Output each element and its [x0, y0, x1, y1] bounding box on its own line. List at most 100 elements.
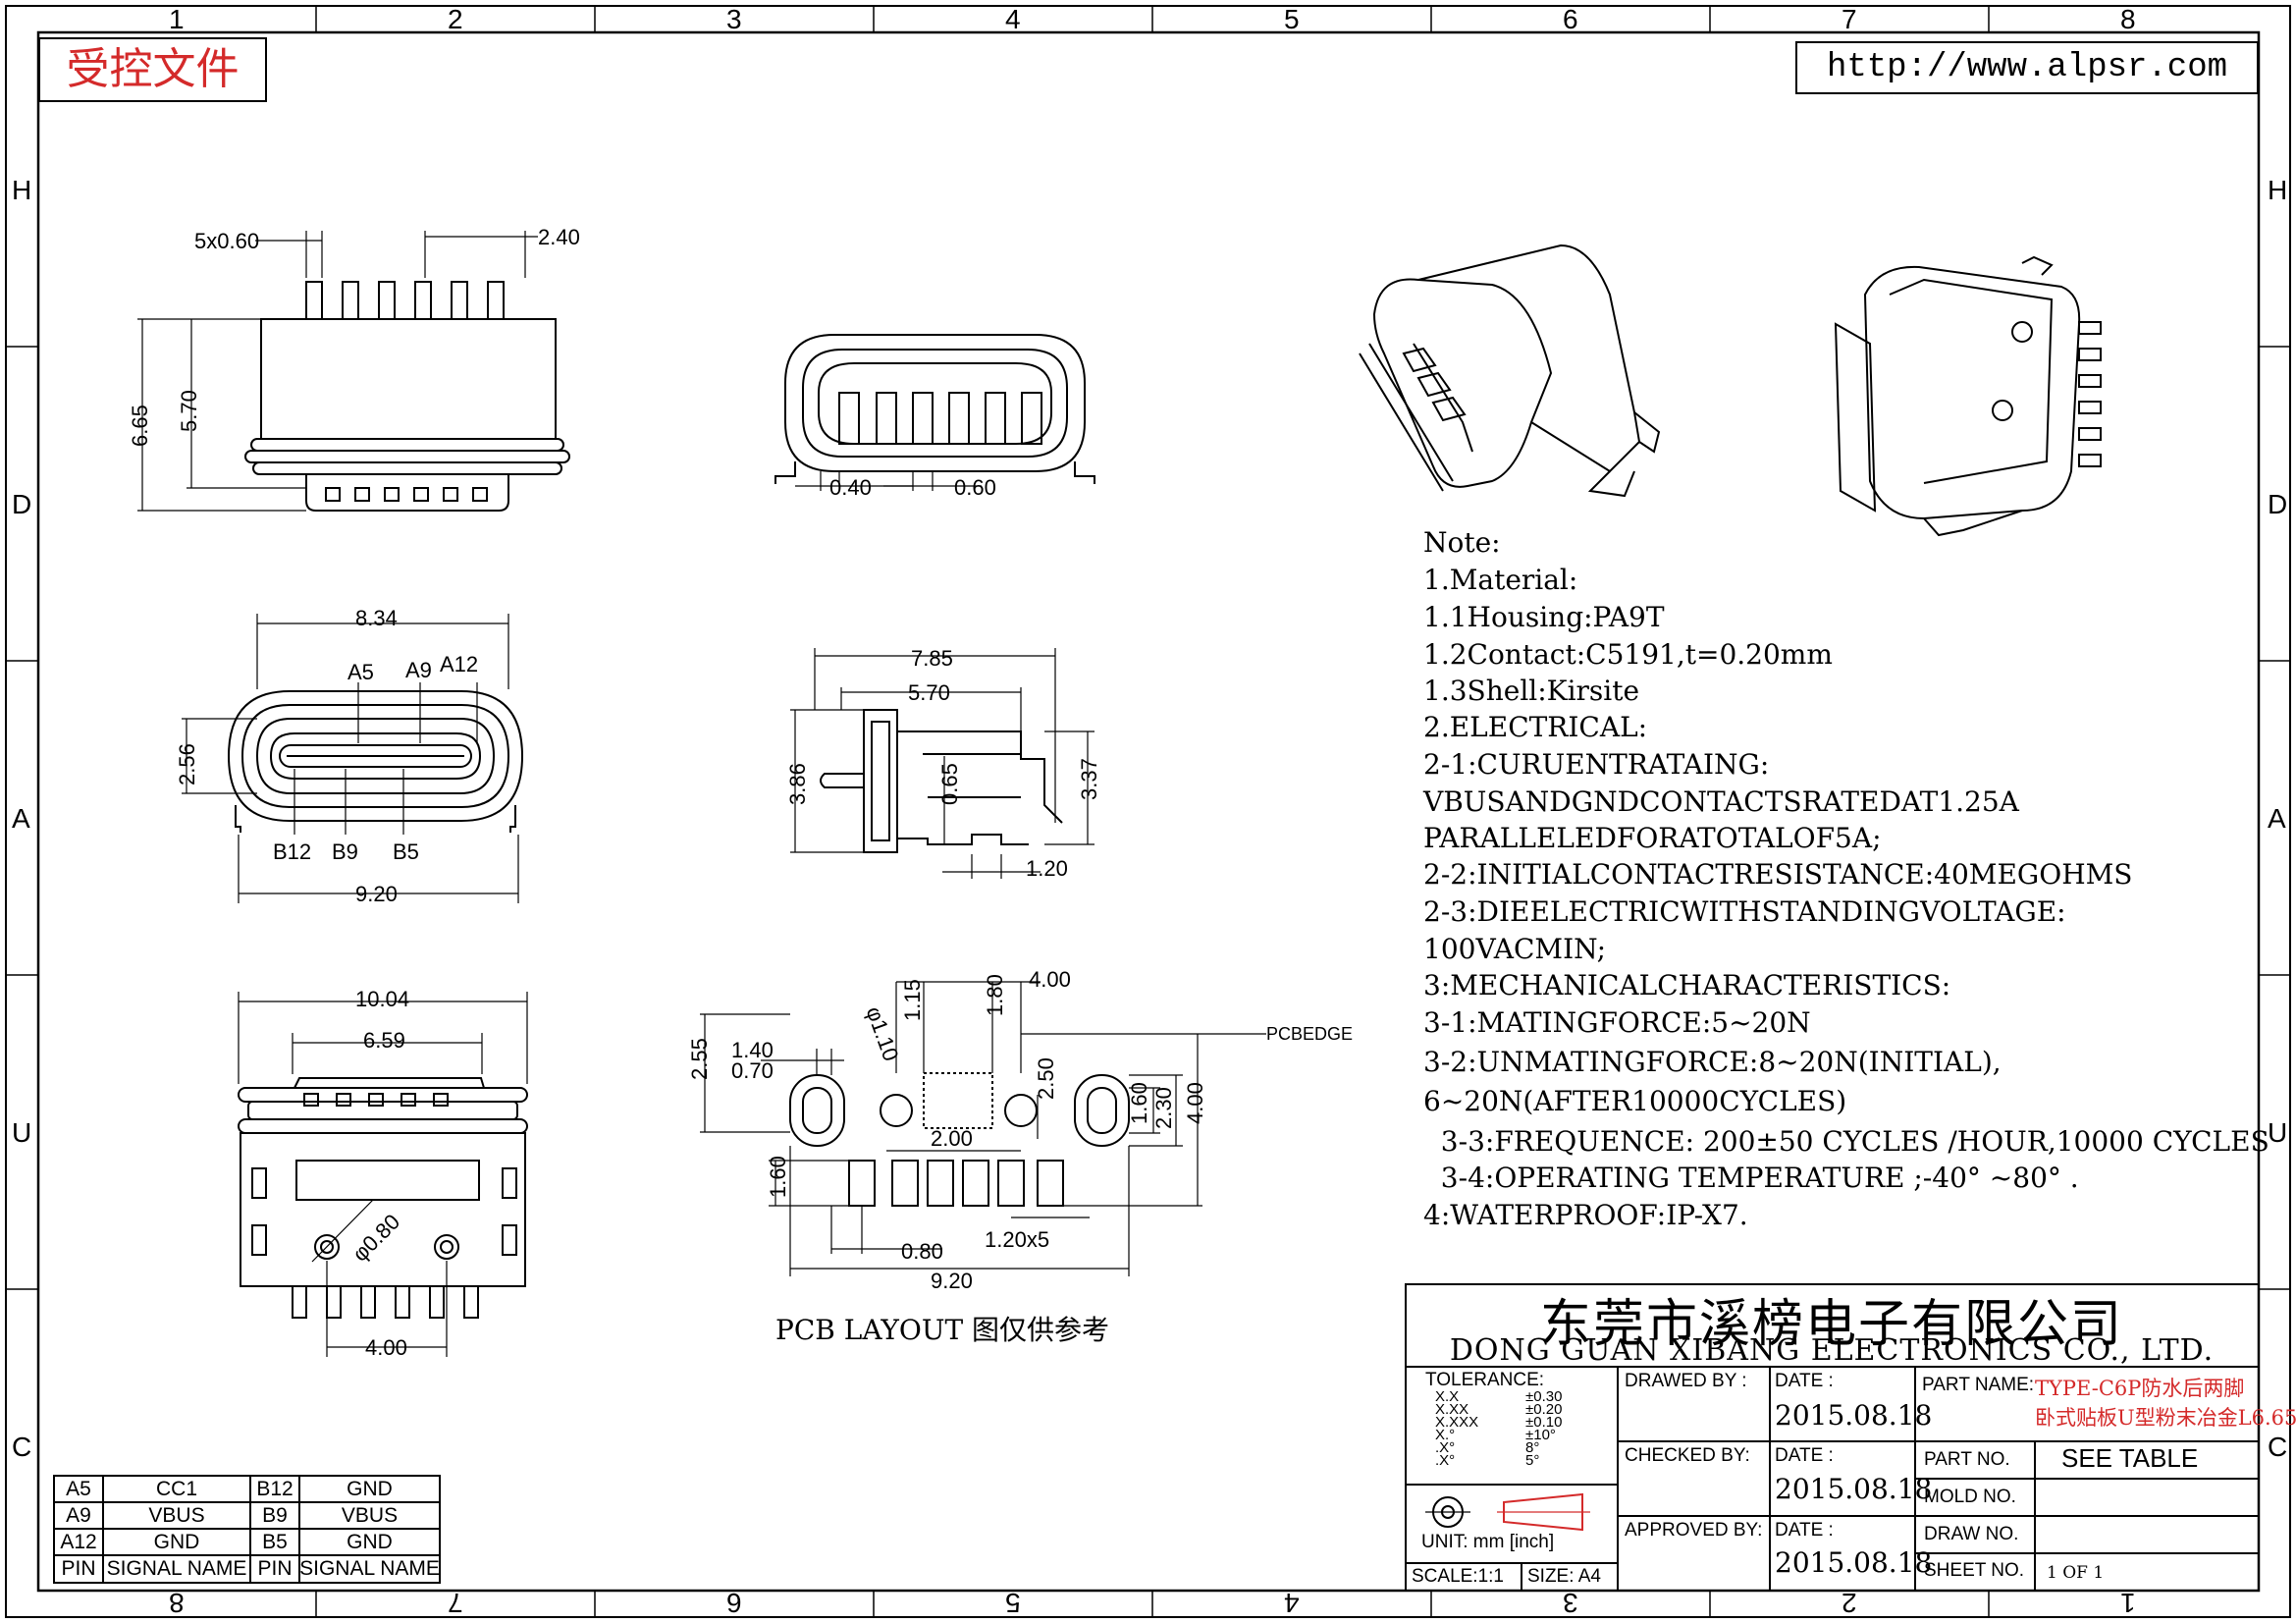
note-line-10: 2-3:DIEELECTRICWITHSTANDINGVOLTAGE:: [1423, 895, 2066, 928]
tol-key-5: .X°: [1435, 1452, 1456, 1469]
grid-col-7: 7: [1842, 4, 1857, 34]
dim-pcb-160: 1.60: [766, 1156, 790, 1198]
grid-row-u-right: U: [2268, 1117, 2288, 1148]
dim-pcb-230: 2.30: [1151, 1087, 1176, 1129]
label-a5: A5: [347, 660, 374, 684]
sheet-no-value: 1 OF 1: [2047, 1563, 2105, 1583]
grid-col-1: 1: [169, 4, 185, 34]
grid-col-bottom-6: 6: [726, 1588, 742, 1618]
pin-cell-a9: A9: [66, 1504, 91, 1527]
note-line-4: 1.3Shell:Kirsite: [1423, 675, 1640, 707]
note-line-1: 1.Material:: [1423, 564, 1578, 596]
date-value-1: 2015.08.18: [1775, 1399, 1933, 1432]
dim-pcb-115: 1.15: [900, 979, 925, 1021]
dim-pcb-180: 1.80: [983, 974, 1007, 1016]
date-label-2: DATE :: [1775, 1445, 1834, 1466]
pin-header-pin-2: PIN: [257, 1557, 293, 1580]
pin-cell-a12: A12: [60, 1531, 97, 1553]
pin-cell-vbus-2: VBUS: [341, 1504, 399, 1527]
size-label: SIZE: A4: [1527, 1566, 1601, 1587]
note-line-0: Note:: [1423, 526, 1501, 559]
tolerance-label: TOLERANCE:: [1425, 1370, 1545, 1390]
dim-bottom-pitch: 4.00: [365, 1335, 407, 1360]
date-value-3: 2015.08.18: [1775, 1546, 1933, 1579]
bottom-view: [238, 992, 528, 1357]
tol-key-4: .X°: [1435, 1439, 1456, 1456]
dim-pcb-400-v: 4.00: [1183, 1082, 1207, 1124]
grid-row-h: H: [12, 175, 32, 205]
isometric-view-rear: [1834, 255, 2102, 537]
dim-front-left: 0.40: [829, 475, 872, 500]
note-line-2: 1.1Housing:PA9T: [1423, 601, 1665, 633]
dim-side-h2: 0.65: [937, 763, 962, 805]
note-line-8: PARALLELEDFORATOTALOF5A;: [1423, 822, 1882, 854]
note-line-3: 1.2Contact:C5191,t=0.20mm: [1423, 638, 1833, 671]
dim-pcb-pitch: 1.20x5: [985, 1227, 1050, 1252]
dim-pcb-200: 2.00: [931, 1126, 973, 1151]
company-name-cn: 东莞市溪榜电子有限公司: [1539, 1295, 2123, 1354]
part-name-line-1: TYPE-C6P防水后两脚: [2035, 1377, 2245, 1400]
tol-key-3: X.°: [1435, 1427, 1456, 1443]
note-line-16: 3-3:FREQUENCE: 200±50 CYCLES /HOUR,10000…: [1423, 1125, 2269, 1158]
pin-table-grid: [53, 1475, 441, 1584]
dim-span: 2.40: [538, 225, 580, 249]
note-line-18: 4:WATERPROOF:IP-X7.: [1423, 1199, 1748, 1231]
pcb-layout: [700, 981, 1266, 1276]
grid-col-8: 8: [2120, 4, 2136, 34]
dim-pcb-250: 2.50: [1034, 1057, 1058, 1100]
grid-col-bottom-3: 3: [1563, 1588, 1578, 1618]
tol-val-4: 8°: [1525, 1439, 1540, 1456]
note-line-9: 2-2:INITIALCONTACTRESISTANCE:40MEGOHMS: [1423, 858, 2133, 891]
grid-col-bottom-4: 4: [1284, 1588, 1300, 1618]
dim-pitch: 5x0.60: [194, 229, 260, 253]
part-name-line-2: 卧式贴板U型粉末冶金L6.65: [2035, 1406, 2296, 1430]
grid-row-c-right: C: [2268, 1432, 2288, 1462]
dim-side-w2: 5.70: [908, 680, 950, 705]
grid-row-c: C: [12, 1432, 32, 1462]
pin-header-signal-2: SIGNAL NAME: [299, 1557, 440, 1580]
grid-row-h-right: H: [2268, 175, 2288, 205]
note-line-15: 6~20N(AFTER10000CYCLES): [1423, 1085, 1847, 1117]
controlled-document-stamp: 受控文件: [38, 37, 267, 102]
note-line-6: 2-1:CURUENTRATAING:: [1423, 748, 1770, 781]
note-line-11: 100VACMIN;: [1423, 933, 1607, 965]
pin-cell-vbus-1: VBUS: [148, 1504, 205, 1527]
dim-pcb-920: 9.20: [931, 1269, 973, 1293]
grid-row-d-right: D: [2268, 489, 2288, 519]
website-url[interactable]: http://www.alpsr.com: [1795, 41, 2259, 94]
tol-val-3: ±10°: [1525, 1427, 1556, 1443]
dim-height-total: 6.65: [128, 405, 152, 447]
grid-col-3: 3: [726, 4, 742, 34]
grid-col-bottom-1: 1: [2120, 1588, 2136, 1618]
pin-cell-gnd-1: GND: [347, 1478, 393, 1500]
tol-key-1: X.XX: [1435, 1401, 1469, 1418]
dim-face-height: 2.56: [175, 743, 199, 785]
pin-cell-cc1: CC1: [155, 1478, 197, 1500]
tol-val-0: ±0.30: [1525, 1388, 1563, 1405]
part-name-label: PART NAME:: [1922, 1375, 2035, 1395]
dim-bottom-w2: 6.59: [363, 1028, 405, 1053]
note-line-14: 3-2:UNMATINGFORCE:8~20N(INITIAL),: [1423, 1046, 2002, 1078]
grid-col-bottom-7: 7: [448, 1588, 463, 1618]
dim-pcb-160-right: 1.60: [1127, 1082, 1151, 1124]
label-a12: A12: [440, 652, 479, 676]
tol-val-5: 5°: [1525, 1452, 1540, 1469]
pin-cell-a5: A5: [66, 1478, 91, 1500]
scale-label: SCALE:1:1: [1412, 1566, 1504, 1587]
part-no-value: SEE TABLE: [2061, 1443, 2199, 1473]
grid-row-a: A: [12, 803, 30, 834]
grid-row-u: U: [12, 1117, 32, 1148]
dim-pcb-400: 4.00: [1029, 967, 1071, 992]
checked-by-label: CHECKED BY:: [1625, 1445, 1750, 1466]
tol-val-1: ±0.20: [1525, 1401, 1563, 1418]
pcb-layout-caption: PCB LAYOUT 图仅供参考: [775, 1314, 1110, 1346]
unit-label: UNIT: mm [inch]: [1421, 1532, 1555, 1552]
label-a9: A9: [405, 658, 432, 682]
grid-col-6: 6: [1563, 4, 1578, 34]
approved-by-label: APPROVED BY:: [1625, 1520, 1763, 1541]
company-name-en: DONG GUAN XIBANG ELECTRONICS CO., LTD.: [1449, 1333, 2215, 1368]
note-line-17: 3-4:OPERATING TEMPERATURE ;-40° ~80° .: [1423, 1162, 2079, 1194]
sheet-no-label: SHEET NO.: [1924, 1560, 2025, 1581]
pin-cell-b12: B12: [256, 1478, 294, 1500]
grid-col-2: 2: [448, 4, 463, 34]
